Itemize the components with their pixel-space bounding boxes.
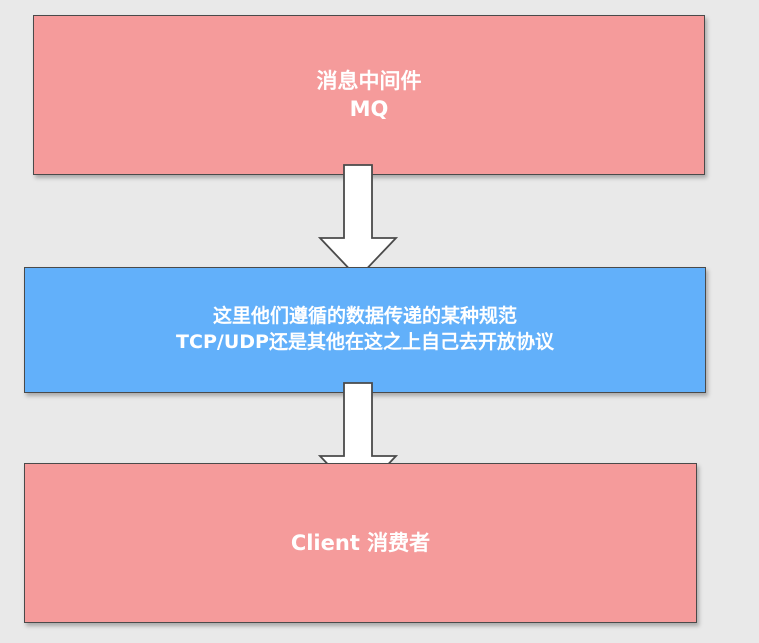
node-mq: 消息中间件 MQ [33,15,705,175]
node-protocol-line-2: TCP/UDP还是其他在这之上自己去开放协议 [176,331,554,353]
node-protocol-line-1: 这里他们遵循的数据传递的某种规范 [212,305,517,328]
arrow-mq-to-protocol [317,164,399,280]
node-mq-subtitle: MQ [349,97,389,121]
node-mq-title: 消息中间件 [316,68,422,93]
node-protocol: 这里他们遵循的数据传递的某种规范 TCP/UDP还是其他在这之上自己去开放协议 [24,267,706,393]
node-client-label: Client 消费者 [290,530,431,555]
node-client: Client 消费者 [24,463,697,623]
